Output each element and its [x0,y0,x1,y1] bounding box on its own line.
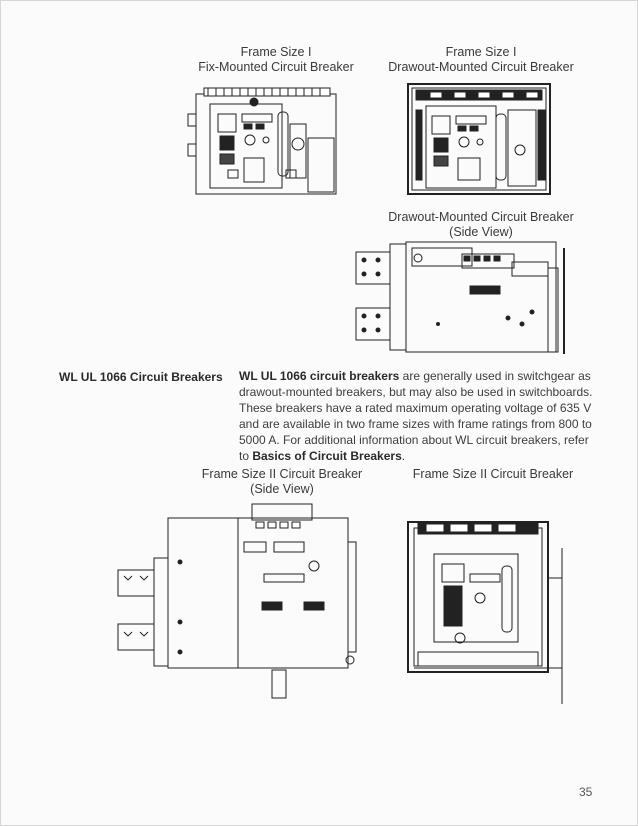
page-number: 35 [579,785,593,799]
drawout-breaker-side-drawing [352,238,572,356]
caption-fix-mounted: Frame Size I Fix-Mounted Circuit Breaker [198,45,354,74]
basics-reference: Basics of Circuit Breakers [252,449,402,463]
frame2-side-drawing [114,502,364,700]
caption-frame2-side: Frame Size II Circuit Breaker (Side View… [201,467,363,496]
caption-frame2-front: Frame Size II Circuit Breaker [412,467,574,481]
frame2-front-drawing [404,518,574,706]
section-heading: WL UL 1066 Circuit Breakers [59,370,223,384]
section-body: WL UL 1066 circuit breakers are generall… [239,369,593,463]
caption-drawout-front: Frame Size I Drawout-Mounted Circuit Bre… [388,45,574,74]
drawout-breaker-front-drawing [404,80,554,196]
caption-drawout-side: Drawout-Mounted Circuit Breaker (Side Vi… [388,210,574,239]
fix-mounted-breaker-drawing [186,84,346,196]
section-lead: WL UL 1066 circuit breakers [239,369,400,383]
